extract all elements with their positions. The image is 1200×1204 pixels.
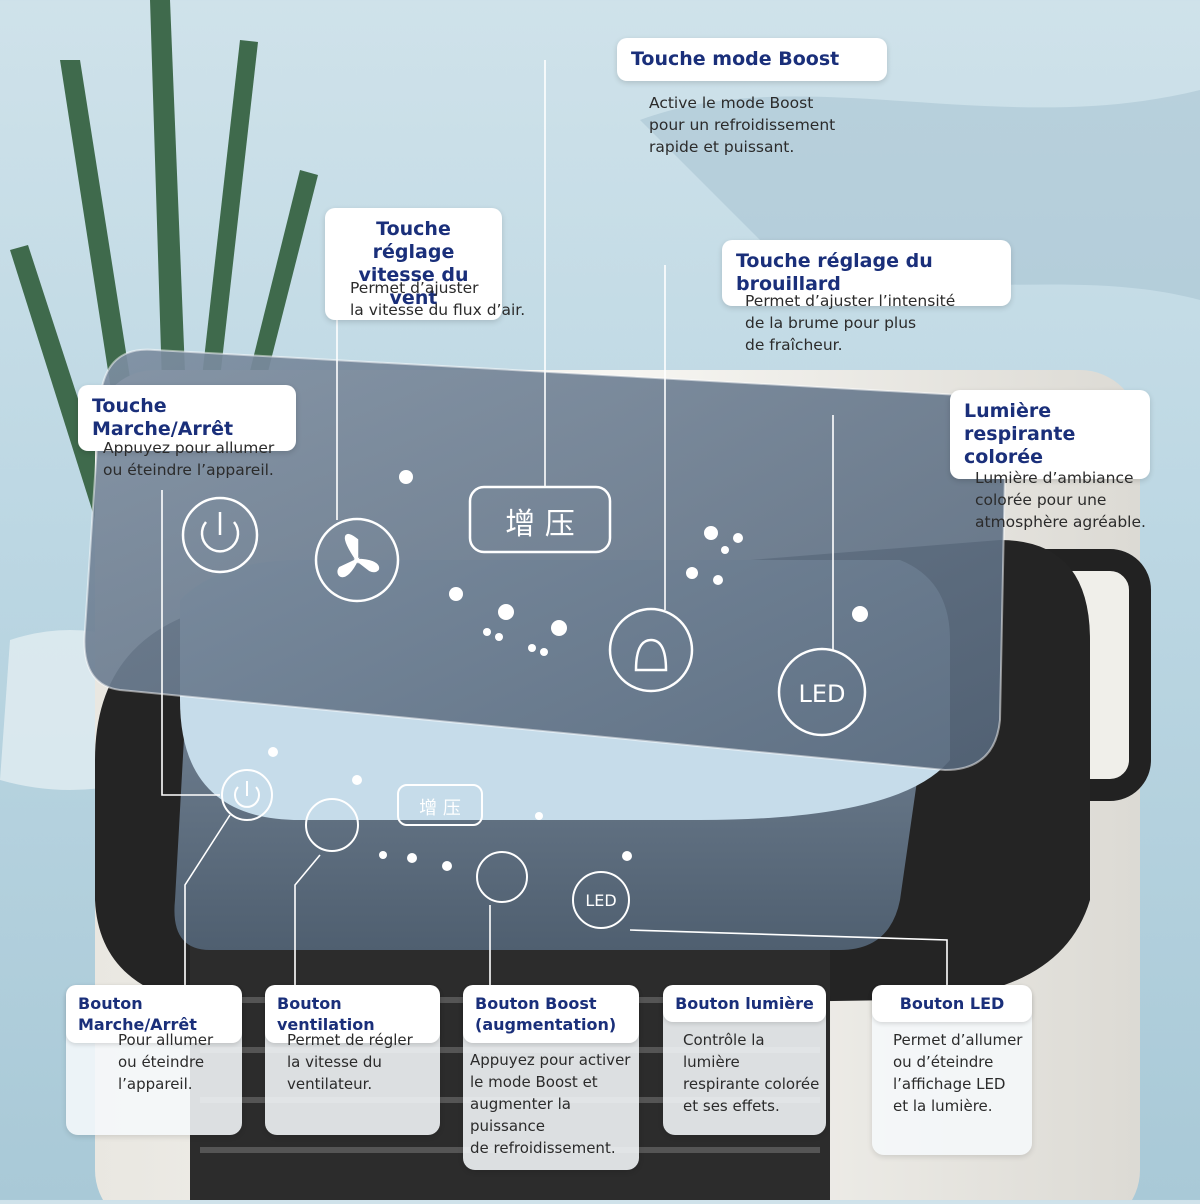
bottom-card-led: Bouton LED Permet d’allumer ou d’éteindr… <box>872 985 1032 1155</box>
bottom-card-title: Bouton LED <box>872 985 1032 1022</box>
power-desc: Appuyez pour allumer ou éteindre l’appar… <box>103 439 275 479</box>
power-title: Touche Marche/Arrêt <box>78 385 296 451</box>
bottom-card-title: Bouton Boost (augmentation) <box>463 985 639 1043</box>
bottom-card-ventilation: Bouton ventilation Permet de régler la v… <box>265 985 440 1135</box>
mist-desc: Permet d’ajuster l’intensité de la brume… <box>745 292 956 354</box>
power-icon-large <box>181 496 259 574</box>
fan-icon-large <box>314 517 400 603</box>
led-label-small: LED <box>585 891 616 910</box>
light-title: Lumière respirante colorée <box>950 390 1150 479</box>
boost-label-large: 增 压 <box>505 507 575 542</box>
boost-label-box-large <box>468 485 612 554</box>
mist-icon-large <box>608 607 694 693</box>
light-desc: Lumière d’ambiance colorée pour une atmo… <box>975 469 1146 531</box>
boost-title: Touche mode Boost <box>617 38 887 81</box>
connector-lines <box>161 60 948 985</box>
wind-speed-title: Touche réglage vitesse du vent <box>325 208 502 320</box>
led-button[interactable] <box>572 871 630 929</box>
bottom-card-boost: Bouton Boost (augmentation) Appuyez pour… <box>463 985 639 1170</box>
bottom-card-power: Bouton Marche/Arrêt Pour allumer ou étei… <box>66 985 242 1135</box>
led-label-large: LED <box>798 680 845 708</box>
mist-title: Touche réglage du brouillard <box>722 240 1011 306</box>
bottom-card-desc: Permet de régler la vitesse du ventilate… <box>287 1031 413 1093</box>
power-button[interactable] <box>221 769 273 821</box>
bottom-card-title: Bouton lumière <box>663 985 826 1022</box>
bottom-card-desc: Contrôle la lumière respirante colorée e… <box>683 1031 820 1115</box>
boost-button[interactable] <box>397 784 483 826</box>
bottom-card-desc: Appuyez pour activer le mode Boost et au… <box>470 1051 631 1157</box>
bottom-card-desc: Pour allumer ou éteindre l’appareil. <box>118 1031 214 1093</box>
led-icon-large <box>777 647 867 737</box>
bottom-card-title: Bouton Marche/Arrêt <box>66 985 242 1043</box>
light-button[interactable] <box>476 851 528 903</box>
bottom-card-desc: Permet d’allumer ou d’éteindre l’afficha… <box>893 1031 1023 1115</box>
boost-desc: Active le mode Boost pour un refroidisse… <box>649 94 836 156</box>
boost-label-small: 增 压 <box>419 798 461 819</box>
bottom-card-light: Bouton lumière Contrôle la lumière respi… <box>663 985 826 1135</box>
fan-button[interactable] <box>305 798 359 852</box>
bottom-card-title: Bouton ventilation <box>265 985 440 1043</box>
wind-speed-desc: Permet d’ajuster la vitesse du flux d’ai… <box>350 279 526 319</box>
